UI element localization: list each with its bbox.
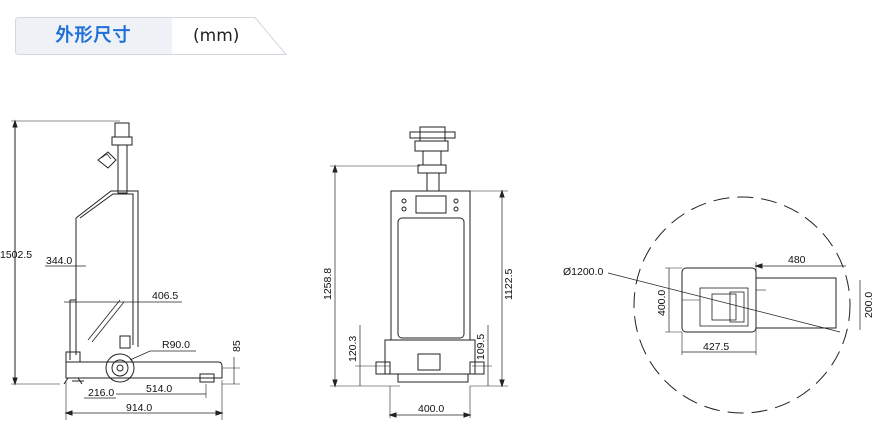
top-view: [607, 196, 861, 414]
dim-extension: 480: [788, 254, 806, 266]
dim-rear-offset: 216.0: [88, 387, 114, 399]
dim-top-depth: 400.0: [656, 290, 668, 316]
dim-edge-label: 200.0: [863, 292, 874, 318]
unit-label: (mm): [193, 26, 240, 46]
side-view: [11, 119, 240, 420]
tab-shape: [15, 17, 287, 55]
front-view: [330, 126, 508, 418]
header-tab: 外形尺寸 (mm): [15, 17, 287, 55]
dim-base-height: 85: [231, 340, 243, 352]
dim-depth-upper: 344.0: [46, 255, 72, 267]
page-title: 外形尺寸: [55, 25, 132, 46]
dim-turning-diameter: Ø1200.0: [563, 266, 603, 278]
dim-total-height: 1502.5: [0, 249, 32, 261]
dim-wheel-radius: R90.0: [162, 339, 190, 351]
dim-left-clearance: 120.3: [347, 336, 359, 362]
dim-top-width: 427.5: [703, 341, 729, 353]
dim-depth-mid: 406.5: [152, 290, 178, 302]
dim-body-height: 1258.8: [322, 268, 334, 300]
dim-max-height: 1122.5: [503, 269, 515, 300]
dim-width: 400.0: [418, 403, 444, 415]
dim-total-length: 914.0: [126, 402, 152, 414]
dim-right-clearance: 109.5: [475, 334, 487, 360]
dim-wheelbase: 514.0: [146, 383, 172, 395]
